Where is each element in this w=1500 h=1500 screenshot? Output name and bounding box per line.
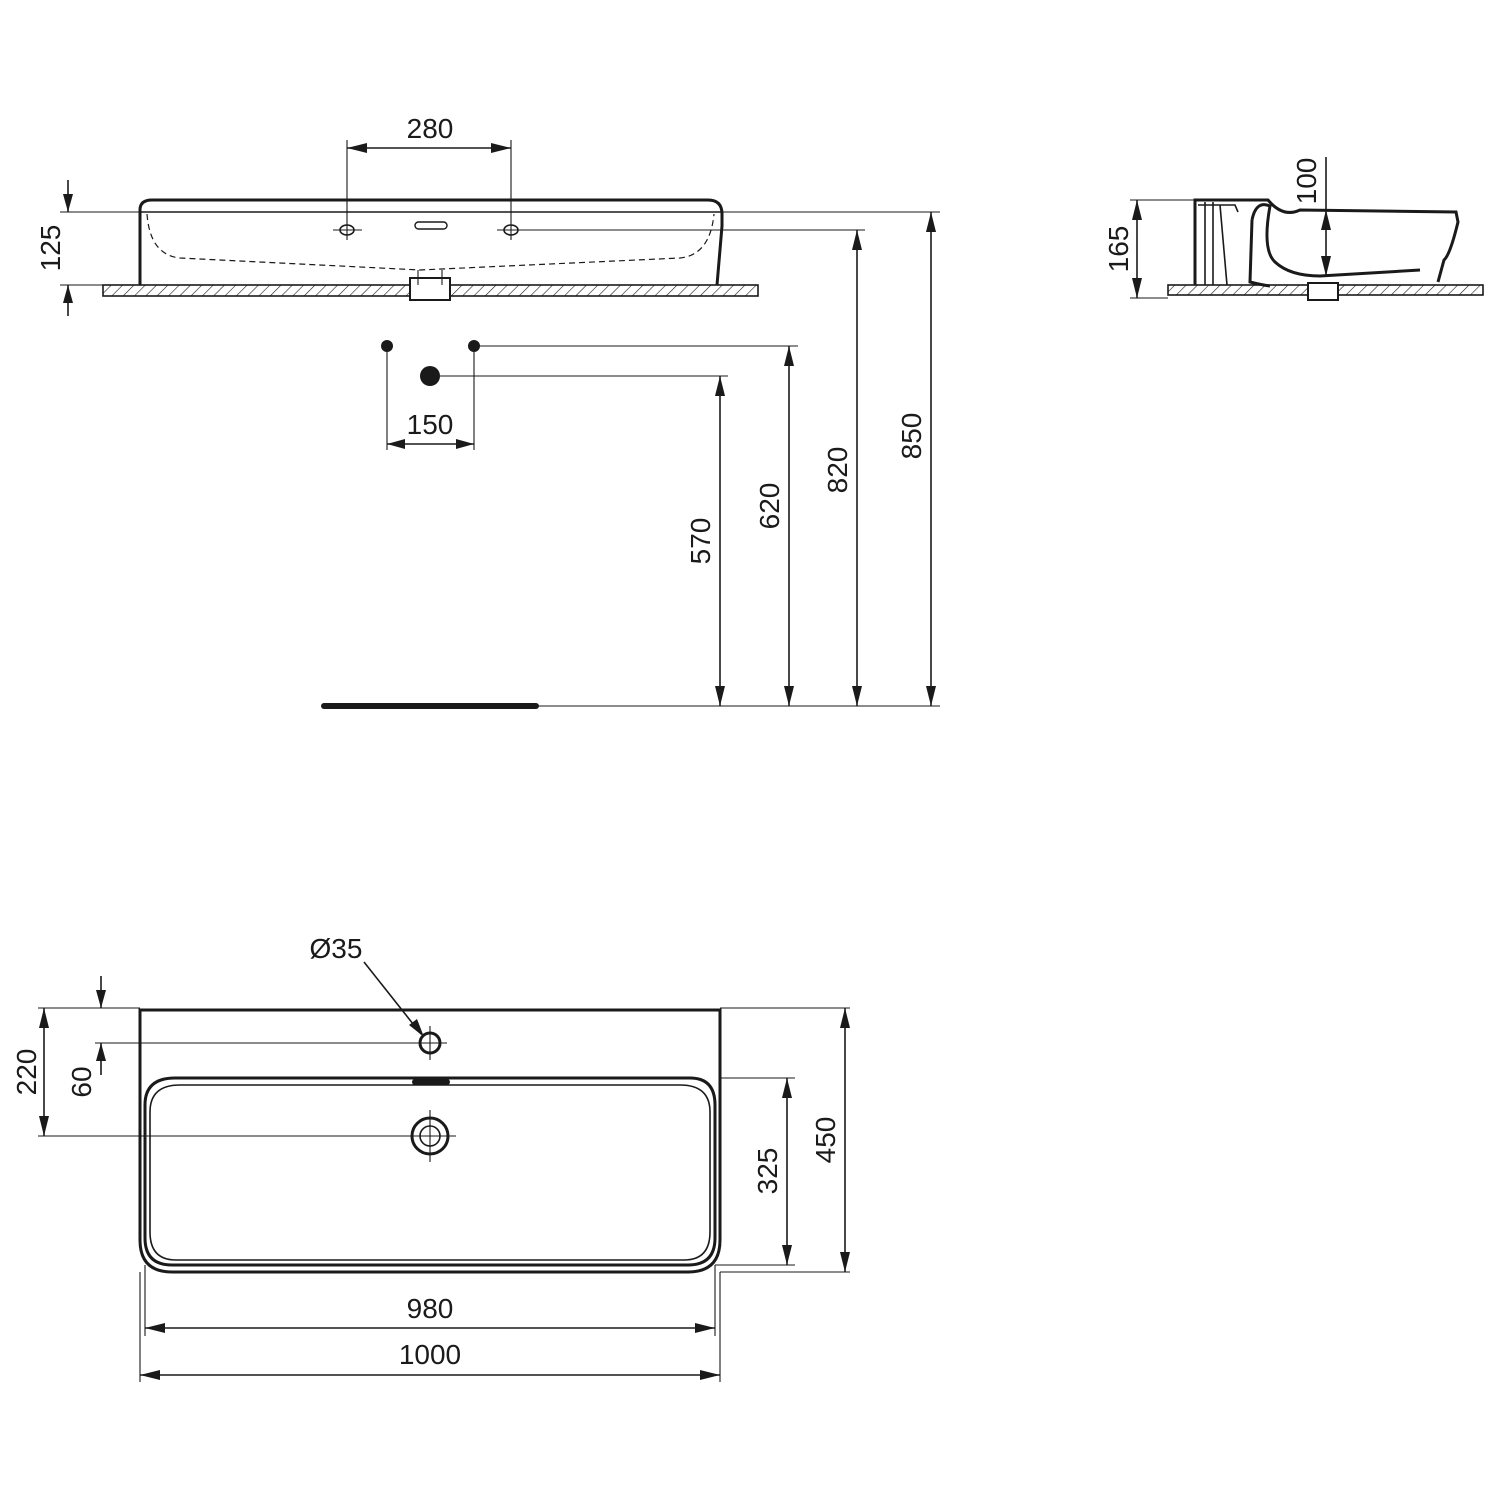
dim-60-label: 60	[66, 1066, 97, 1097]
front-overflow-slot	[414, 221, 448, 230]
top-basin-outline	[138, 1008, 722, 1274]
dim-1000-label: 1000	[399, 1339, 461, 1370]
front-view: 280 125 150 570	[35, 113, 940, 709]
dim-850-label: 850	[896, 413, 927, 460]
waste-outlet-point	[420, 366, 440, 386]
top-overflow-slot	[412, 1079, 450, 1085]
dim-980-label: 980	[407, 1293, 454, 1324]
dim-100-label: 100	[1291, 158, 1322, 205]
dim-150-label: 150	[407, 409, 454, 440]
dim-125-label: 125	[35, 225, 66, 272]
side-drain	[1307, 282, 1339, 301]
side-view: 165 100	[1103, 157, 1484, 301]
dim-820-label: 820	[822, 447, 853, 494]
dim-325-label: 325	[752, 1148, 783, 1195]
top-faucet-hole	[413, 1026, 447, 1060]
dim-450-label: 450	[810, 1117, 841, 1164]
side-basin-outline	[1193, 198, 1460, 285]
front-basin-outline	[138, 198, 724, 286]
front-drain	[409, 277, 451, 301]
dim-220-label: 220	[11, 1049, 42, 1096]
top-bowl-outline	[143, 1076, 717, 1267]
dim-165-label: 165	[1103, 226, 1134, 273]
dim-570-label: 570	[685, 518, 716, 565]
dim-280-label: 280	[407, 113, 454, 144]
dim-d35-label: Ø35	[310, 933, 363, 964]
top-drain	[404, 1110, 456, 1162]
front-bowl-hidden	[146, 213, 715, 271]
dim-620-label: 620	[754, 483, 785, 530]
top-view: Ø35 220 60 325 450	[11, 933, 850, 1382]
